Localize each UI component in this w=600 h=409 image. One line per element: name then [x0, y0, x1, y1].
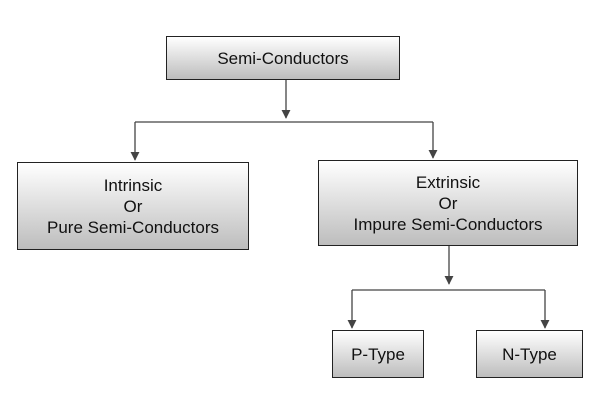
semi-conductors-label: Semi-Conductors	[217, 48, 349, 68]
semi-conductors-node: Semi-Conductors	[166, 36, 400, 80]
intrinsic-line-1: Intrinsic	[103, 175, 163, 195]
extrinsic-line-1: Extrinsic	[415, 172, 481, 192]
p-type-label: P-Type	[351, 344, 405, 364]
extrinsic-node: Extrinsic Or Impure Semi-Conductors	[318, 160, 578, 246]
intrinsic-node: Intrinsic Or Pure Semi-Conductors	[17, 162, 249, 250]
extrinsic-line-2: Or	[438, 193, 458, 213]
extrinsic-line-3: Impure Semi-Conductors	[353, 214, 543, 234]
p-type-node: P-Type	[332, 330, 424, 378]
intrinsic-line-2: Or	[123, 196, 143, 216]
n-type-node: N-Type	[476, 330, 583, 378]
n-type-label: N-Type	[502, 344, 557, 364]
intrinsic-line-3: Pure Semi-Conductors	[47, 217, 219, 237]
